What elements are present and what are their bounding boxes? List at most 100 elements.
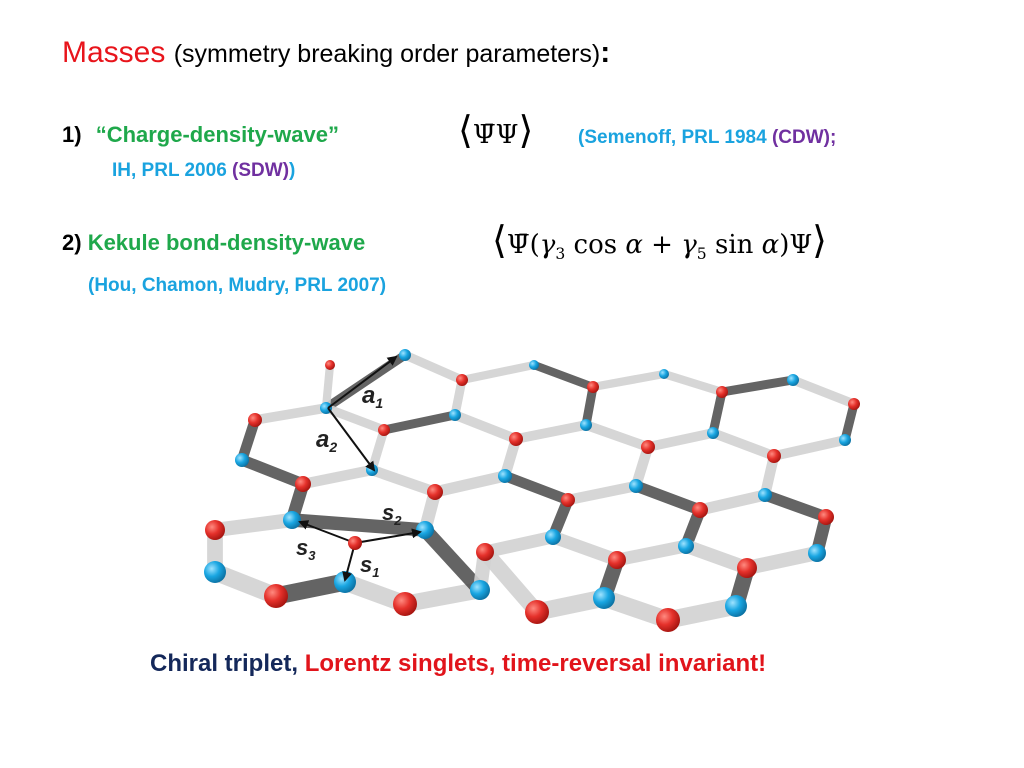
lattice-bond xyxy=(511,420,591,444)
lattice-bond xyxy=(321,403,389,435)
lattice-bond xyxy=(643,428,718,452)
vector-s3-arrow xyxy=(298,520,356,544)
item2-number: 2) xyxy=(62,230,82,255)
item1-ref-ih: IH, PRL 2006 xyxy=(112,160,233,181)
blue-atom xyxy=(235,453,249,467)
lattice-bond xyxy=(546,530,624,567)
lattice-bond xyxy=(588,369,669,392)
red-atom xyxy=(393,592,417,616)
item1-number: 1) xyxy=(62,122,82,147)
item1-ref-line1: (Semenoff, PRL 1984 (CDW); xyxy=(578,127,836,149)
red-atom xyxy=(848,398,860,410)
lattice-bond xyxy=(659,369,727,397)
red-atom xyxy=(525,600,549,624)
blue-atom xyxy=(449,409,461,421)
blue-atom xyxy=(399,349,411,361)
lattice-atoms xyxy=(204,349,860,632)
item2-formula: ⟨Ψ̄(γ3 cos α + γ5 sin α)Ψ⟩ xyxy=(492,218,827,264)
footer-chiral: Chiral triplet, xyxy=(150,650,305,677)
item1-ref-close: ) xyxy=(289,160,296,181)
red-atom xyxy=(205,520,225,540)
lattice-bond xyxy=(396,581,489,613)
lattice-bond xyxy=(236,414,261,466)
item1-label: “Charge-density-wave” xyxy=(95,122,339,147)
vector-s2-arrow xyxy=(354,528,422,544)
red-atom xyxy=(641,440,655,454)
lattice-bond xyxy=(450,410,521,444)
lattice-bond xyxy=(840,399,859,445)
red-atom xyxy=(587,381,599,393)
blue-atom xyxy=(416,521,434,539)
red-atom xyxy=(656,608,680,632)
lattice-bond xyxy=(739,545,825,576)
lattice-bonds xyxy=(206,350,859,629)
title-paren: (symmetry breaking order parameters) xyxy=(173,40,601,68)
blue-atom xyxy=(545,529,561,545)
lattice-bond xyxy=(379,410,460,435)
lattice-bond xyxy=(297,464,378,490)
blue-atom xyxy=(580,419,592,431)
blue-atom xyxy=(334,571,356,593)
red-atom xyxy=(456,374,468,386)
label-s1: s1 xyxy=(360,552,379,580)
blue-atom xyxy=(593,587,615,609)
red-atom xyxy=(608,551,626,569)
lattice-bond xyxy=(788,375,859,409)
lattice-bond xyxy=(477,544,545,620)
item1-ref-cdw: (CDW); xyxy=(771,127,837,148)
vector-a1-arrow xyxy=(327,355,398,409)
red-atom xyxy=(476,543,494,561)
blue-atom xyxy=(470,580,490,600)
red-atom xyxy=(716,386,728,398)
item2-ref: (Hou, Chamon, Mudry, PRL 2007) xyxy=(88,275,387,296)
lattice-bond xyxy=(400,350,467,385)
lattice-bond xyxy=(367,425,389,475)
label-a2: a2 xyxy=(316,426,337,455)
item1-ref-sdw: (SDW) xyxy=(232,160,290,181)
lattice-bond xyxy=(581,420,653,452)
lattice-bond xyxy=(581,382,598,430)
blue-atom xyxy=(659,369,669,379)
lattice-bond xyxy=(478,530,560,559)
red-atom xyxy=(295,476,311,492)
lattice-bond xyxy=(694,489,771,516)
red-atom xyxy=(737,558,757,578)
blue-atom xyxy=(758,488,772,502)
lattice-bond xyxy=(717,375,798,397)
red-atom xyxy=(561,493,575,507)
lattice-bond xyxy=(429,470,511,498)
lattice-bond xyxy=(457,360,539,385)
lattice-bond xyxy=(769,435,850,461)
blue-atom xyxy=(204,561,226,583)
center-atom xyxy=(348,536,362,550)
red-atom xyxy=(378,424,390,436)
lattice-bond xyxy=(417,522,488,598)
lattice-bond xyxy=(207,512,300,538)
item1-ref-line2: IH, PRL 2006 (SDW)) xyxy=(112,160,295,182)
blue-atom xyxy=(787,374,799,386)
red-atom xyxy=(264,584,288,608)
lattice-bond xyxy=(562,480,642,506)
label-a1: a1 xyxy=(362,382,383,411)
blue-atom xyxy=(283,511,301,529)
blue-atom xyxy=(808,544,826,562)
item1-formula: ⟨Ψ̄Ψ⟩ xyxy=(458,108,534,152)
red-atom xyxy=(248,413,262,427)
lattice-bond xyxy=(366,464,441,498)
lattice-bond xyxy=(321,360,335,413)
red-atom xyxy=(509,432,523,446)
lattice-bond xyxy=(499,470,574,506)
lattice-bond xyxy=(236,454,309,490)
blue-atom xyxy=(529,360,539,370)
red-atom xyxy=(427,484,443,500)
lattice-bond xyxy=(708,428,779,461)
item1-heading: 1) “Charge-density-wave” xyxy=(62,122,339,148)
blue-atom xyxy=(498,469,512,483)
lattice-bond xyxy=(759,489,832,523)
red-atom xyxy=(325,360,335,370)
item1-ref-semenoff: (Semenoff, PRL 1984 xyxy=(578,127,772,148)
footer-lorentz: Lorentz singlets, time-reversal invarian… xyxy=(304,650,767,677)
slide-title: Masses (symmetry breaking order paramete… xyxy=(62,36,610,70)
lattice-bond xyxy=(630,480,706,516)
